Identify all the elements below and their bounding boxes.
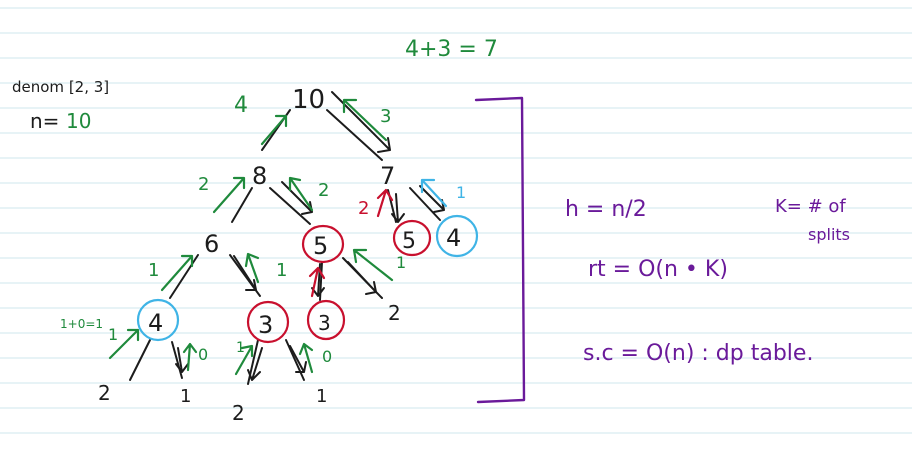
n-value: 10 <box>66 109 91 133</box>
ret-4-right: 0 <box>198 345 208 364</box>
return-arrow-1-4 <box>182 342 198 372</box>
edge-6-4 <box>169 254 199 299</box>
ret-root-right: 3 <box>380 106 391 127</box>
node-2: 2 <box>388 301 401 325</box>
ret-3-right: 0 <box>322 347 332 366</box>
return-arrow-1-3 <box>298 342 314 374</box>
return-arrow-2-3 <box>234 344 254 376</box>
return-arrow-7-10 <box>342 98 388 142</box>
note-runtime: rt = O(n • K) <box>588 257 728 282</box>
call-arrow-7-5 <box>391 193 405 223</box>
edge-8-5 <box>269 187 311 225</box>
leaf-2b: 2 <box>232 401 245 425</box>
memo-circle-3b <box>306 299 346 341</box>
leaf-1b: 1 <box>316 386 327 407</box>
call-arrow-3-2 <box>247 347 263 381</box>
tree-edges <box>129 109 441 385</box>
edge-3-1 <box>285 339 305 381</box>
complexity-bracket <box>474 96 526 404</box>
header-equation: 4+3 = 7 <box>405 37 498 62</box>
node-3b: 3 <box>318 311 331 335</box>
base-arrow-4-7 <box>420 178 448 208</box>
ret-7-right: 1 <box>456 183 466 202</box>
memo-arrows <box>308 188 394 298</box>
call-arrow-8-5 <box>281 181 313 215</box>
ret-3-left: 1 <box>236 340 245 356</box>
edge-4-2 <box>129 339 151 381</box>
leaf-1: 1 <box>180 386 191 407</box>
memo-circle-3 <box>246 300 290 344</box>
call-arrow-4-1 <box>175 347 189 373</box>
edge-7-4 <box>409 187 441 221</box>
n-label: n= <box>30 109 59 133</box>
edge-4-1 <box>171 341 183 379</box>
node-8: 8 <box>252 162 267 190</box>
note-k-splits: splits <box>808 225 850 244</box>
return-arrow-6-8 <box>212 176 246 214</box>
ret-6-right: 1 <box>276 260 287 281</box>
denom-label: denom [2, 3] <box>12 78 109 96</box>
ret-root-left: 4 <box>234 93 248 118</box>
node-5: 5 <box>313 232 328 260</box>
note-k: K= # of <box>775 196 846 217</box>
node-4b: 4 <box>148 309 163 337</box>
call-arrow-6-3 <box>233 255 257 291</box>
return-arrow-2-5 <box>352 248 394 282</box>
tree-nodes: 10 8 7 6 5 5 4 4 3 3 2 2 1 2 1 <box>98 85 461 425</box>
node-7: 7 <box>380 162 395 190</box>
ret-4-left: 1 <box>108 325 118 344</box>
node-4: 4 <box>446 224 461 252</box>
base-circle-4b <box>136 298 180 342</box>
memo-arrow-3-5 <box>308 266 326 298</box>
node-6: 6 <box>204 230 219 258</box>
return-arrows <box>108 98 394 376</box>
node-3: 3 <box>258 311 273 339</box>
return-arrow-2-4 <box>108 328 140 360</box>
return-arrow-4-6 <box>160 254 194 292</box>
edge-8-6 <box>231 187 253 223</box>
call-arrows <box>175 91 445 381</box>
call-arrow-3-1 <box>289 345 307 373</box>
ret-7-left: 2 <box>358 198 369 219</box>
ret-8-left: 2 <box>198 174 209 195</box>
ret-8-right: 2 <box>318 180 329 201</box>
memo-arrow-5-7 <box>376 188 394 218</box>
ret-5-mid: 1 <box>396 253 406 272</box>
memo-circle-5 <box>301 224 345 264</box>
leaf-2: 2 <box>98 381 111 405</box>
note-height: h = n/2 <box>565 197 647 222</box>
node-root: 10 <box>292 85 325 115</box>
call-arrow-10-7 <box>331 91 391 153</box>
note-space: s.c = O(n) : dp table. <box>583 341 813 366</box>
complexity-notes: h = n/2 K= # of splits rt = O(n • K) s.c… <box>565 196 850 366</box>
ret-4-sum: 1+0=1 <box>60 317 103 331</box>
return-arrow-8-10 <box>260 114 288 146</box>
return-arrow-5-8 <box>288 176 314 212</box>
return-arrow-3-6 <box>244 252 260 284</box>
return-values: 4 3 2 2 1 1 1 1 1+0=1 1 0 1 0 <box>60 93 466 366</box>
memo-circle-5b <box>392 219 432 257</box>
ret-6-left: 1 <box>148 260 159 281</box>
base-circle-4 <box>435 214 479 258</box>
ruled-lines <box>0 7 912 434</box>
node-5b: 5 <box>402 229 416 254</box>
call-arrow-5-2 <box>347 261 377 295</box>
edge-10-7 <box>326 109 383 161</box>
